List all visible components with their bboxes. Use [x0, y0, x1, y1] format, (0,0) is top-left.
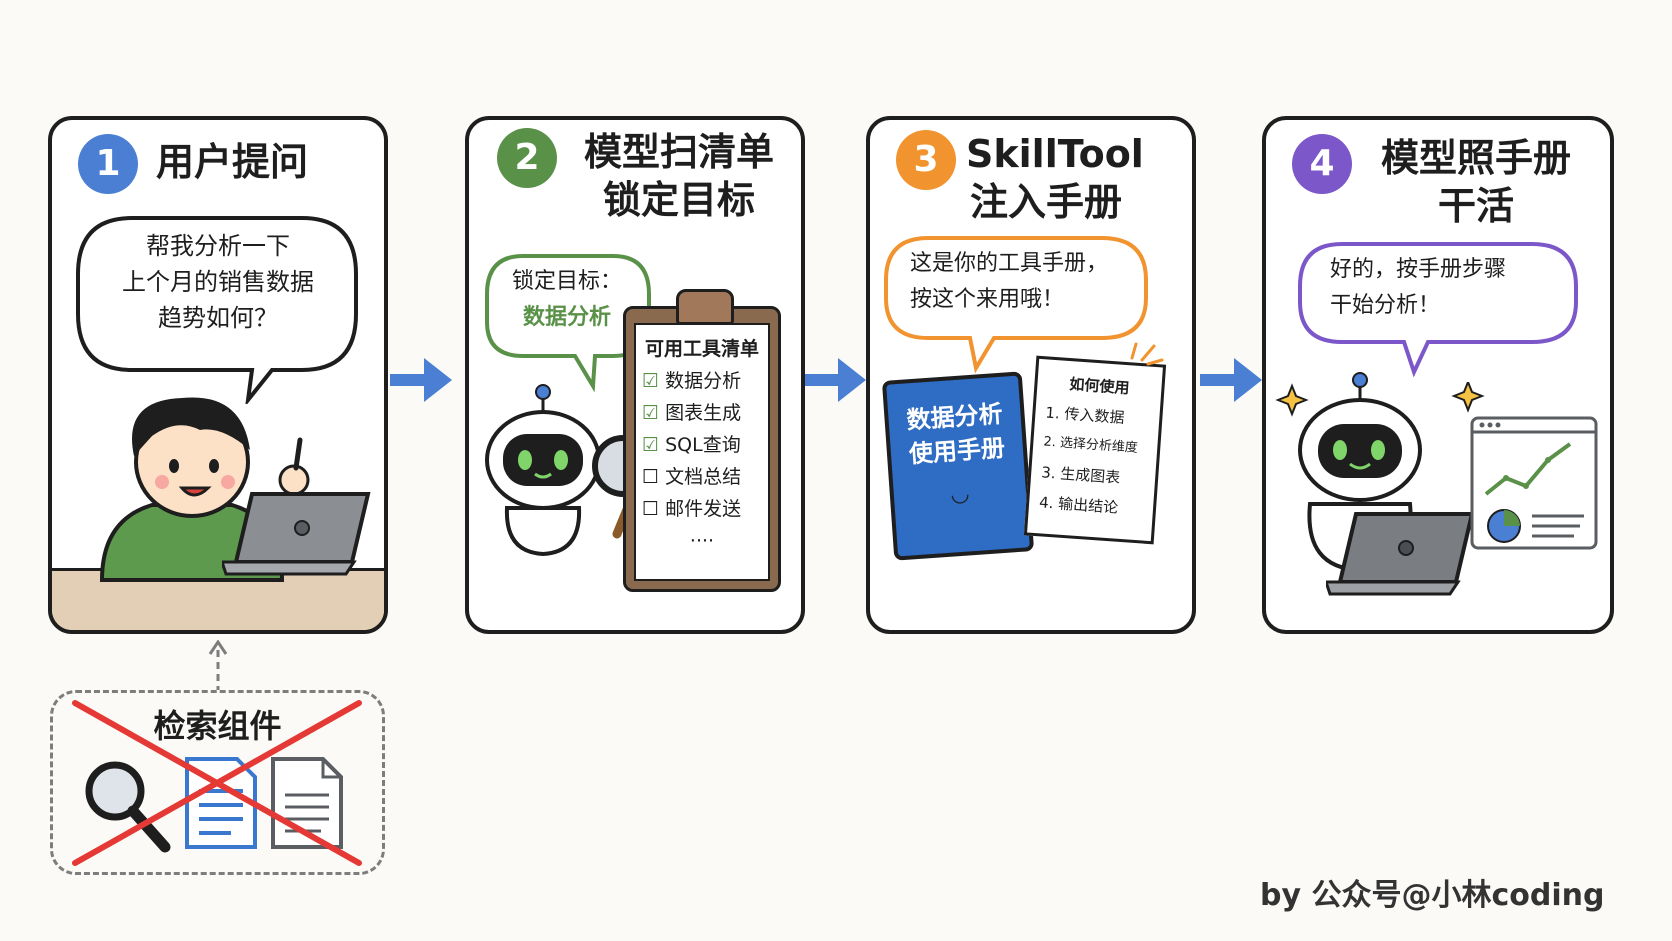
clipboard-more: ···· — [689, 530, 715, 552]
red-cross-icon — [72, 700, 362, 866]
checkbox-empty-icon: ☐ — [642, 498, 660, 520]
arrow-2-3-icon — [804, 358, 866, 402]
step2-bubble-shape — [485, 254, 651, 392]
byline: by 公众号@小林coding — [1260, 878, 1605, 913]
step3-panel: 3 SkillTool 注入手册 这是你的工具手册， 按这个来用哦！ 数据分析 … — [866, 116, 1196, 634]
clipboard: 可用工具清单 ☑ 数据分析 ☑ 图表生成 ☑ SQL查询 ☐ 文档总结 ☐ 邮件… — [623, 289, 781, 592]
step4-title: 模型照手册 干活 — [1366, 134, 1586, 230]
clipboard-clip — [676, 289, 734, 325]
robot-icon — [485, 384, 601, 557]
step3-bubble-line: 按这个来用哦！ — [910, 287, 1065, 312]
clipboard-paper: 可用工具清单 ☑ 数据分析 ☑ 图表生成 ☑ SQL查询 ☐ 文档总结 ☐ 邮件… — [634, 323, 770, 581]
step4-bubble-shape — [1298, 242, 1578, 378]
step4-bubble: 好的，按手册步骤 干始分析！ — [1306, 252, 1570, 324]
clipboard-item-label: 邮件发送 — [665, 498, 742, 520]
step3-badge: 3 — [896, 130, 956, 190]
step4-title-line: 干活 — [1437, 184, 1514, 228]
clipboard-item-label: 文档总结 — [665, 466, 742, 488]
step3-title-line: 注入手册 — [969, 180, 1122, 224]
step4-badge: 4 — [1292, 134, 1352, 194]
clipboard-item-label: 数据分析 — [665, 370, 742, 392]
step1-badge: 1 — [78, 134, 138, 194]
step2-bubble: 锁定目标： 数据分析 — [489, 264, 645, 336]
magnifier-icon — [85, 761, 171, 853]
checkbox-checked-icon: ☑ — [642, 434, 660, 456]
step2-title: 模型扫清单 锁定目标 — [559, 128, 799, 224]
step4-title-line: 模型照手册 — [1380, 136, 1571, 180]
clipboard-item: ☑ SQL查询 — [642, 429, 762, 461]
document-blue-icon — [185, 757, 257, 849]
howto-paper: 如何使用 1. 传入数据 2. 选择分析维度 3. 生成图表 4. 输出结论 — [1023, 355, 1167, 545]
manual-book: 数据分析 使用手册 ◡ — [881, 371, 1035, 561]
book-face-icon: ◡ — [950, 481, 970, 508]
step2-panel: 2 模型扫清单 锁定目标 锁定目标： 数据分析 可用工具清单 ☑ 数据分析 ☑ … — [465, 116, 805, 634]
arrow-1-2-icon — [390, 358, 452, 402]
clipboard-item-label: SQL查询 — [665, 434, 741, 456]
step3-bubble: 这是你的工具手册， 按这个来用哦！ — [894, 246, 1140, 318]
step4-bubble-line: 好的，按手册步骤 — [1330, 257, 1507, 282]
checkbox-checked-icon: ☑ — [642, 370, 660, 392]
step2-bubble-line: 数据分析 — [522, 305, 611, 330]
step1-title: 用户提问 — [156, 140, 309, 184]
step2-badge: 2 — [497, 128, 557, 188]
step1-panel: 1 用户提问 帮我分析一下 上个月的销售数据 趋势如何？ — [48, 116, 388, 634]
step3-bubble-line: 这是你的工具手册， — [910, 251, 1109, 276]
step2-title-line: 模型扫清单 — [583, 130, 774, 174]
laptop-icon — [222, 492, 371, 576]
arrow-3-4-icon — [1200, 358, 1262, 402]
step3-title-line: SkillTool — [966, 132, 1144, 176]
step1-bubble-line: 趋势如何？ — [158, 304, 278, 332]
step3-bubble-shape — [884, 236, 1148, 374]
retrieval-box: 检索组件 — [50, 690, 385, 875]
clipboard-item: ☐ 文档总结 — [642, 461, 762, 493]
clipboard-item-label: 图表生成 — [665, 402, 742, 424]
step3-title: SkillTool 注入手册 — [966, 130, 1144, 226]
clipboard-item: ☐ 邮件发送 — [642, 493, 762, 525]
step4-bubble-line: 干始分析！ — [1330, 293, 1441, 318]
step2-title-line: 锁定目标 — [602, 178, 755, 222]
dashed-up-arrow-icon — [208, 640, 228, 690]
howto-step: 4. 输出结论 — [1038, 493, 1119, 517]
step1-bubble-line: 帮我分析一下 — [146, 232, 290, 260]
step1-bubble: 帮我分析一下 上个月的销售数据 趋势如何？ — [88, 228, 348, 336]
checkbox-empty-icon: ☐ — [642, 466, 660, 488]
user-illustration — [99, 397, 310, 582]
checkbox-checked-icon: ☑ — [642, 402, 660, 424]
step2-bubble-line: 锁定目标： — [511, 269, 622, 294]
laptop-icon — [1326, 512, 1475, 596]
sparkle-lines-icon — [1130, 342, 1164, 366]
robot-working-icon — [1275, 372, 1422, 573]
step1-bubble-line: 上个月的销售数据 — [122, 268, 314, 296]
clipboard-item: ☑ 图表生成 — [642, 397, 762, 429]
chart-dashboard-icon — [1451, 382, 1598, 550]
step1-bubble-shape — [76, 216, 358, 404]
retrieval-label: 检索组件 — [153, 707, 282, 745]
step4-panel: 4 模型照手册 干活 好的，按手册步骤 干始分析！ — [1262, 116, 1614, 634]
clipboard-title: 可用工具清单 — [644, 338, 759, 360]
clipboard-item: ☑ 数据分析 — [642, 365, 762, 397]
